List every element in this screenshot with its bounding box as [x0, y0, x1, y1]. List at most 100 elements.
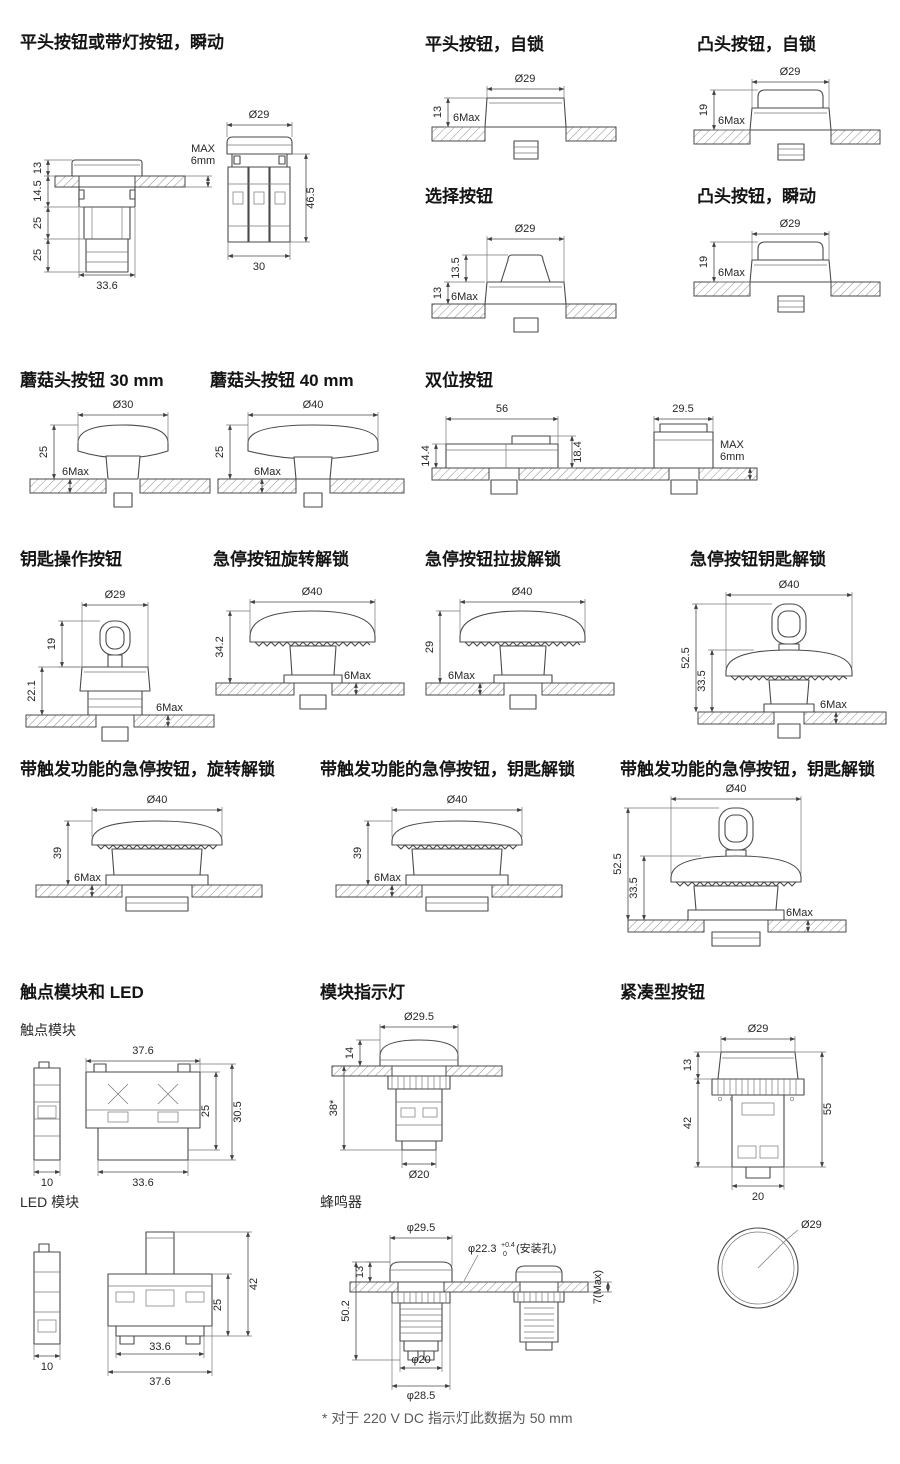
dimension-outer-width: 37.6 [107, 1326, 213, 1388]
section-title-raised-momentary: 凸头按钮，瞬动 [697, 187, 816, 206]
dim-label: Ø29 [105, 589, 126, 601]
dimension-panel: 6Max [344, 670, 371, 696]
sublabel-led-module: LED 模块 [20, 1194, 80, 1210]
dim-label: φ20 [411, 1354, 430, 1366]
button-outline [484, 254, 567, 333]
dimension-body-height: 25 [204, 1273, 232, 1337]
dim-label: φ22.3 [468, 1243, 497, 1255]
dimension-h-right: 18.4 [550, 435, 584, 469]
dimension-front-dia: Ø29 [226, 109, 293, 137]
dimension-base-width: 33.6 [78, 208, 136, 292]
dimension-dia: Ø40 [391, 794, 523, 837]
dimension-total-height: 55 [784, 1051, 834, 1168]
panel-hatch [693, 281, 881, 297]
dimension-dia: Ø30 [77, 399, 169, 443]
dim-label: 19 [698, 104, 710, 116]
dimension-outer-height: 30.5 [188, 1063, 244, 1161]
section-title-key-operated: 钥匙操作按钮 [20, 550, 122, 569]
figure-trigger-rotary: Ø40 39 6Max [35, 794, 263, 912]
button-front-view [653, 423, 714, 495]
dim-label: 39 [352, 847, 364, 859]
panel-hatch [215, 682, 405, 696]
dim-label: 6Max [786, 907, 813, 919]
section-title-compact: 紧凑型按钮 [620, 983, 705, 1002]
panel-hatch [54, 175, 186, 188]
dimension-dia: Ø29 [81, 589, 149, 667]
dim-label: 29 [424, 641, 436, 653]
section-title-estop-rotary: 急停按钮旋转解锁 [213, 550, 349, 569]
dim-label-panel: 6Max [718, 115, 745, 127]
dim-label: 6mm [191, 155, 215, 167]
panel-hatch [217, 478, 405, 494]
dim-label: +0.4 [501, 1242, 515, 1249]
dimension-panel: 6Max [62, 466, 89, 494]
dimension-body-height: 22.1 [26, 666, 80, 716]
dim-label: MAX [720, 439, 745, 451]
dim-label: 19 [46, 638, 58, 650]
module-side-view [33, 1243, 61, 1345]
button-front-view [226, 136, 293, 243]
dimension-inner-height: 25 [188, 1071, 220, 1151]
dim-label: 13 [32, 162, 44, 174]
dim-label: Ø29 [748, 1023, 769, 1035]
button-outline [79, 620, 151, 742]
indicator-outline [389, 1261, 453, 1361]
footnote: * 对于 220 V DC 指示灯此数据为 50 mm [322, 1410, 573, 1426]
dimension-side-width: 10 [33, 1160, 61, 1189]
dim-label: 39 [52, 847, 64, 859]
button-outline [725, 603, 853, 739]
dimension-w1: 56 [445, 403, 559, 444]
dimension-dia: Ø29 [751, 66, 830, 108]
dimension-total-height: 46.5 [290, 153, 317, 243]
dimension-dia: Ø40 [725, 579, 853, 668]
dim-label: Ø29 [801, 1219, 822, 1231]
figure-trigger-key1: Ø40 39 6Max [335, 794, 563, 912]
dim-label: 6Max [374, 872, 401, 884]
dim-label: 50.2 [340, 1300, 352, 1321]
button-outline [249, 610, 376, 710]
dim-label: 6Max [344, 670, 371, 682]
dimension-key-height: 19 [46, 620, 100, 668]
section-title-mushroom40: 蘑菇头按钮 40 mm [210, 371, 354, 390]
dim-label: 33.6 [132, 1177, 153, 1189]
dim-label: Ø40 [726, 783, 747, 795]
figure-double-button: 56 14.4 18.4 29.5 MAX 6mm [420, 403, 758, 495]
module-side-view [33, 1061, 61, 1161]
panel-hatch [35, 884, 263, 898]
panel-hatch [431, 303, 617, 319]
housing-side-view [445, 435, 559, 495]
section-title-flat-momentary: 平头按钮或带灯按钮，瞬动 [20, 33, 224, 52]
dim-label: 25 [32, 249, 44, 261]
dim-label: 0 [503, 1251, 507, 1258]
figure-estop-key: Ø40 52.5 33.5 6Max [680, 579, 887, 739]
dimension-body-height: 42 [682, 1078, 732, 1168]
button-outline [459, 610, 586, 710]
dimension-cap-height: 13 [682, 1051, 721, 1080]
dim-label: Ø40 [303, 399, 324, 411]
dimension-bottom-dia: Ø20 [401, 1150, 437, 1181]
dimension-cap-height: 13 [354, 1261, 390, 1283]
module-front-view [85, 1063, 201, 1161]
dim-label: φ28.5 [407, 1390, 436, 1402]
figure-mushroom30: Ø30 25 6Max [29, 399, 211, 508]
panel-hatch [431, 467, 758, 481]
dim-label: 10 [41, 1177, 53, 1189]
dim-label: Ø40 [302, 586, 323, 598]
dimension-total-height: 52.5 [680, 603, 772, 713]
dim-label: Ø40 [147, 794, 168, 806]
dimension-cap-height: 25 [38, 424, 78, 480]
dimension-cap-height: 33.5 [628, 855, 701, 921]
dim-label: Ø29 [515, 223, 536, 235]
dim-label: Ø29 [249, 109, 270, 121]
dimension-panel: 6Max [254, 466, 281, 494]
dim-label: Ø29 [780, 218, 801, 230]
dim-label: 6Max [254, 466, 281, 478]
dim-label: 14 [344, 1047, 356, 1059]
figure-flat-latching: Ø29 13 6Max [431, 73, 617, 160]
panel-hatch [335, 884, 563, 898]
figure-trigger-key2: Ø40 52.5 33.5 6Max [612, 783, 847, 947]
dim-label: 6Max [74, 872, 101, 884]
dimension-dia: Ø40 [670, 783, 802, 874]
section-title-trigger-key2: 带触发功能的急停按钮，钥匙解锁 [620, 760, 875, 779]
section-title-estop-pull: 急停按钮拉拔解锁 [425, 550, 561, 569]
